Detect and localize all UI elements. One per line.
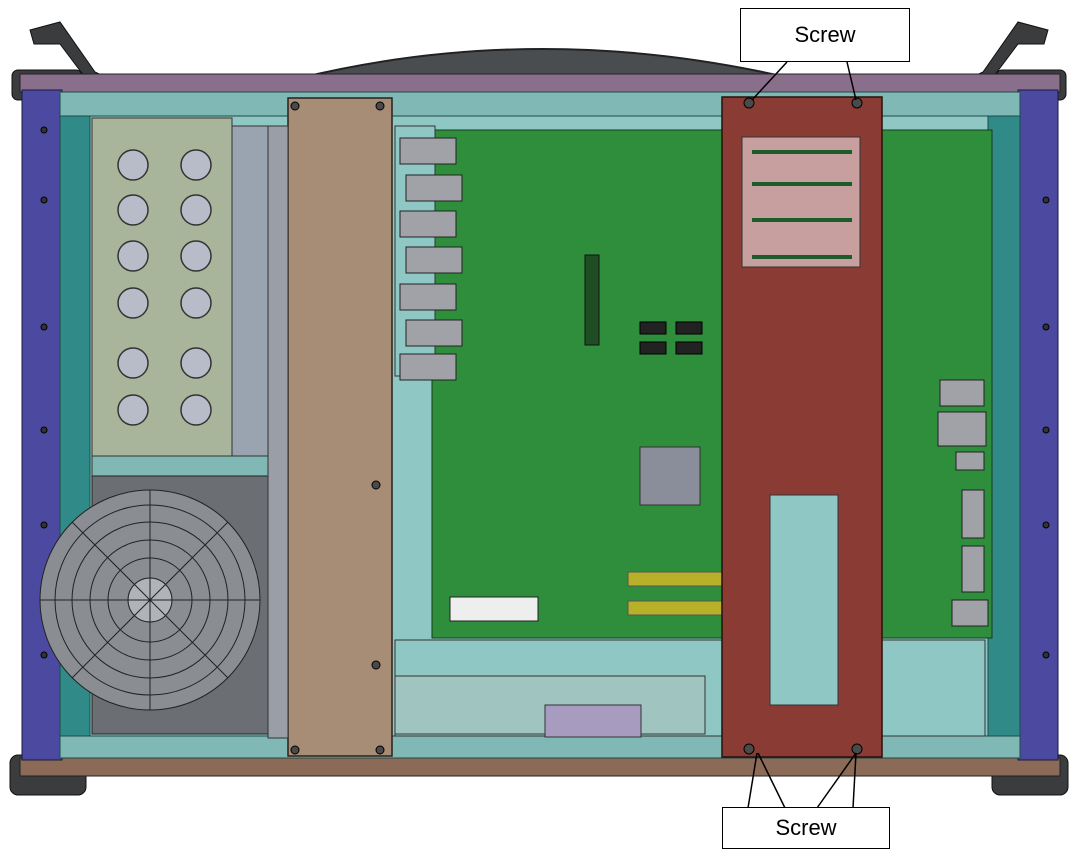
expansion-cards — [752, 150, 852, 259]
bracket-window — [741, 136, 861, 268]
side-screws — [40, 126, 1050, 659]
right-side-frame — [1017, 89, 1059, 761]
top-rail — [19, 73, 1061, 93]
sata-ports — [639, 321, 703, 355]
bottom-rail — [19, 757, 1061, 777]
heatsink — [639, 446, 701, 506]
fan-icon — [39, 489, 261, 711]
screw-label-top: Screw — [794, 22, 856, 47]
io-ports — [399, 137, 463, 381]
hdd-cage-holes — [117, 149, 212, 426]
riser-panel — [287, 97, 393, 757]
screw-callout-bottom: Screw — [722, 807, 890, 849]
rear-io — [937, 379, 989, 627]
carry-handle — [299, 48, 791, 79]
bracket-screws — [743, 97, 863, 755]
screw-label-bottom: Screw — [775, 815, 837, 840]
bracket-cutout — [769, 494, 839, 706]
left-side-frame — [21, 89, 63, 761]
screw-callout-top: Screw — [740, 8, 910, 62]
motherboard — [431, 129, 993, 639]
